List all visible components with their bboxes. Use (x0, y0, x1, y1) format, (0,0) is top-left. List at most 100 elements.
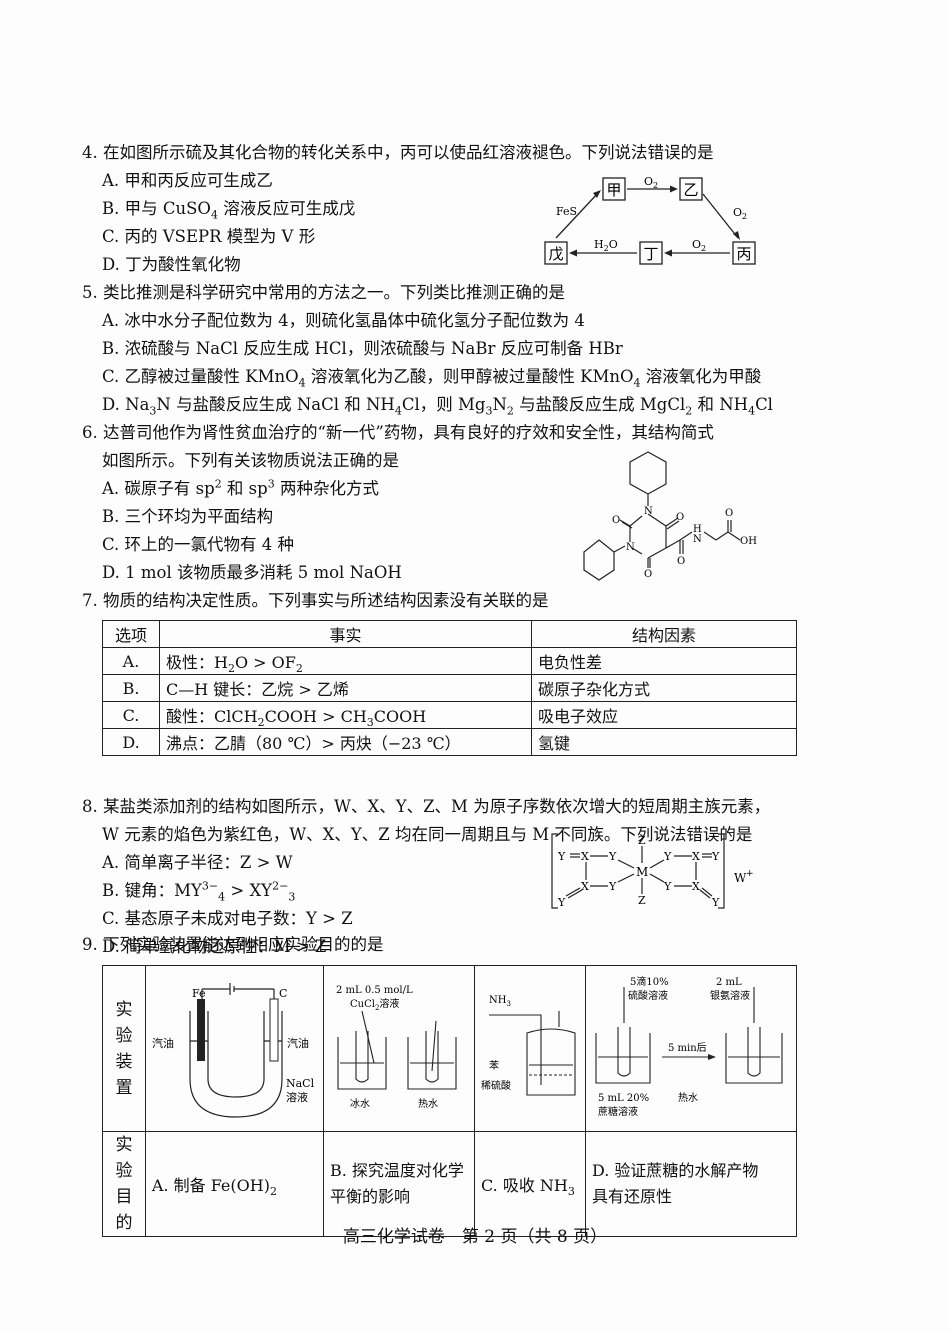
q4-option-a: A. 甲和丙反应可生成乙 (102, 171, 273, 190)
svg-text:Y: Y (608, 880, 617, 893)
svg-text:银氨溶液: 银氨溶液 (710, 989, 750, 1002)
q8-option-b: B. 键角：MY3−4 > XY2−3 (102, 879, 296, 904)
apparatus-a: Fe C 汽油 汽油 NaCl 溶液 (152, 982, 315, 1118)
q7-stem: 7. 物质的结构决定性质。下列事实与所述结构因素没有关联的是 (82, 591, 549, 610)
q5-option-a: A. 冰中水分子配位数为 4，则硫化氢晶体中硫化氢分子配位数为 4 (102, 311, 585, 330)
q6-stem-2: 如图所示。下列有关该物质说法正确的是 (102, 451, 399, 470)
node-bing: 丙 (736, 245, 751, 263)
q6-option-c: C. 环上的一氯代物有 4 种 (102, 535, 295, 554)
label-h2o: H2O (594, 238, 618, 253)
svg-text:Y: Y (663, 850, 672, 863)
row-label-apparatus: 实验装置 (102, 965, 146, 1132)
svg-text:5滴10%: 5滴10% (630, 975, 669, 988)
svg-text:X: X (692, 880, 700, 893)
svg-text:蔗糖溶液: 蔗糖溶液 (598, 1105, 638, 1118)
svg-text:M: M (636, 865, 648, 879)
q5-option-d: D. Na3N 与盐酸反应生成 NaCl 和 NH4Cl，则 Mg3N2 与盐酸… (102, 395, 773, 418)
q4-stem: 4. 在如图所示硫及其化合物的转化关系中，丙可以使品红溶液褪色。下列说法错误的是 (82, 143, 714, 162)
q8-option-c: C. 基态原子未成对电子数：Y > Z (102, 909, 353, 928)
svg-text:5 mL 20%: 5 mL 20% (598, 1093, 649, 1104)
svg-text:Y: Y (557, 850, 566, 863)
svg-text:O: O (725, 508, 733, 519)
q8-stem-1: 8. 某盐类添加剂的结构如图所示，W、X、Y、Z、M 为原子序数依次增大的短周期… (82, 797, 771, 816)
svg-text:冰水: 冰水 (350, 1097, 370, 1110)
svg-text:2 mL 0.5 mol/L: 2 mL 0.5 mol/L (336, 985, 413, 996)
svg-text:汽油: 汽油 (287, 1036, 309, 1050)
svg-text:热水: 热水 (418, 1097, 438, 1110)
table-row: B. C—H 键长：乙烷 > 乙烯 碳原子杂化方式 (102, 674, 797, 702)
table-row: A. 极性：H2O > OF2 电负性差 (102, 647, 797, 675)
q5-option-b: B. 浓硫酸与 NaCl 反应生成 HCl，则浓硫酸与 NaBr 反应可制备 H… (102, 339, 623, 358)
table-row: 实验装置 Fe C 汽油 (102, 965, 797, 1132)
q6-option-a: A. 碳原子有 sp2 和 sp3 两种杂化方式 (102, 477, 379, 499)
svg-text:CuCl2溶液: CuCl2溶液 (350, 997, 399, 1012)
q4-option-d: D. 丁为酸性氧化物 (102, 255, 241, 274)
svg-text:O: O (677, 556, 685, 567)
node-yi: 乙 (683, 181, 698, 199)
svg-text:O: O (644, 569, 652, 580)
q4-option-b: B. 甲与 CuSO4 溶液反应可生成戊 (102, 199, 356, 222)
page-footer: 高三化学试卷 第 2 页（共 8 页） (342, 1227, 608, 1247)
svg-text:N: N (693, 534, 702, 545)
q8-salt-structure: Y X Y X Y Y M Z Z Y Y X X Y Y − W + (551, 830, 754, 909)
apparatus-d: 5滴10% 硫酸溶液 2 mL 银氨溶液 5 min后 5 mL 2 (595, 975, 783, 1118)
q8-option-d: D. 简单氢化物还原性：M > Z (102, 937, 327, 956)
svg-text:苯: 苯 (489, 1059, 499, 1072)
sulfur-conversion-diagram: 甲 乙 丙 丁 戊 O2 O2 O2 H2O FeS (544, 175, 756, 265)
svg-text:W: W (734, 871, 747, 885)
q4-option-c: C. 丙的 VSEPR 模型为 V 形 (102, 227, 316, 246)
table-row: C. 酸性：ClCH2COOH > CH3COOH 吸电子效应 (102, 701, 797, 729)
table-row: D. 沸点：乙腈（80 ℃）> 丙炔（−23 ℃） 氢键 (102, 728, 797, 756)
daprodustat-structure: N N O O O O H N O OH (583, 451, 757, 581)
svg-text:+: + (746, 869, 754, 879)
q8-stem-2: W 元素的焰色为紫红色，W、X、Y、Z 均在同一周期且与 M 不同族。下列说法错… (102, 825, 753, 844)
svg-text:O: O (612, 515, 620, 526)
svg-text:硫酸溶液: 硫酸溶液 (628, 989, 668, 1002)
svg-text:5 min后: 5 min后 (668, 1042, 707, 1054)
svg-text:2 mL: 2 mL (716, 977, 742, 988)
node-wu: 戊 (548, 245, 563, 263)
q7-table: 选项 事实 结构因素 A. 极性：H2O > OF2 电负性差 B. C—H 键… (102, 620, 797, 756)
svg-text:稀硫酸: 稀硫酸 (481, 1079, 511, 1092)
svg-text:溶液: 溶液 (286, 1090, 308, 1104)
label-o2-1: O2 (644, 175, 658, 190)
node-ding: 丁 (643, 245, 658, 263)
label-o2-2: O2 (733, 206, 747, 221)
svg-text:热水: 热水 (678, 1091, 698, 1104)
label-fes: FeS (556, 205, 577, 218)
svg-text:X: X (581, 880, 589, 893)
purpose-b: B. 探究温度对化学平衡的影响 (322, 1131, 475, 1237)
purpose-d: D. 验证蔗糖的水解产物具有还原性 (585, 1131, 797, 1237)
svg-text:OH: OH (740, 536, 757, 547)
svg-text:Y: Y (557, 896, 566, 909)
row-label-purpose: 实验目的 (102, 1131, 146, 1237)
svg-text:C: C (279, 987, 287, 1000)
q9-stem: 9. 下列实验装置能达到相应实验目的的是 (82, 935, 384, 954)
svg-text:Y: Y (663, 880, 672, 893)
svg-text:NaCl: NaCl (286, 1077, 315, 1090)
table-header-row: 选项 事实 结构因素 (102, 620, 797, 648)
q5-stem: 5. 类比推测是科学研究中常用的方法之一。下列类比推测正确的是 (82, 283, 565, 302)
table-row: 实验目的 A. 制备 Fe(OH)2 B. 探究温度对化学平衡的影响 C. 吸收… (102, 1131, 797, 1237)
svg-text:Z: Z (638, 894, 646, 907)
svg-text:Y: Y (711, 850, 720, 863)
svg-text:X: X (581, 850, 589, 863)
purpose-c: C. 吸收 NH3 (473, 1131, 587, 1237)
q6-option-b: B. 三个环均为平面结构 (102, 507, 274, 526)
q9-table: 实验装置 Fe C 汽油 (102, 965, 797, 1237)
svg-text:−: − (726, 830, 735, 839)
purpose-a: A. 制备 Fe(OH)2 (144, 1131, 324, 1237)
svg-text:O: O (676, 512, 684, 523)
svg-text:NH3: NH3 (489, 995, 511, 1008)
svg-text:N: N (644, 506, 653, 517)
svg-text:Y: Y (608, 850, 617, 863)
q6-stem-1: 6. 达普司他作为肾性贫血治疗的“新一代”药物，具有良好的疗效和安全性，其结构简… (82, 423, 714, 442)
q8-option-a: A. 简单离子半径：Z > W (102, 853, 293, 872)
svg-text:X: X (692, 850, 700, 863)
svg-text:Z: Z (638, 834, 646, 847)
q6-option-d: D. 1 mol 该物质最多消耗 5 mol NaOH (102, 563, 402, 582)
svg-text:N: N (626, 542, 635, 553)
svg-text:汽油: 汽油 (152, 1036, 174, 1050)
label-o2-3: O2 (692, 238, 706, 253)
